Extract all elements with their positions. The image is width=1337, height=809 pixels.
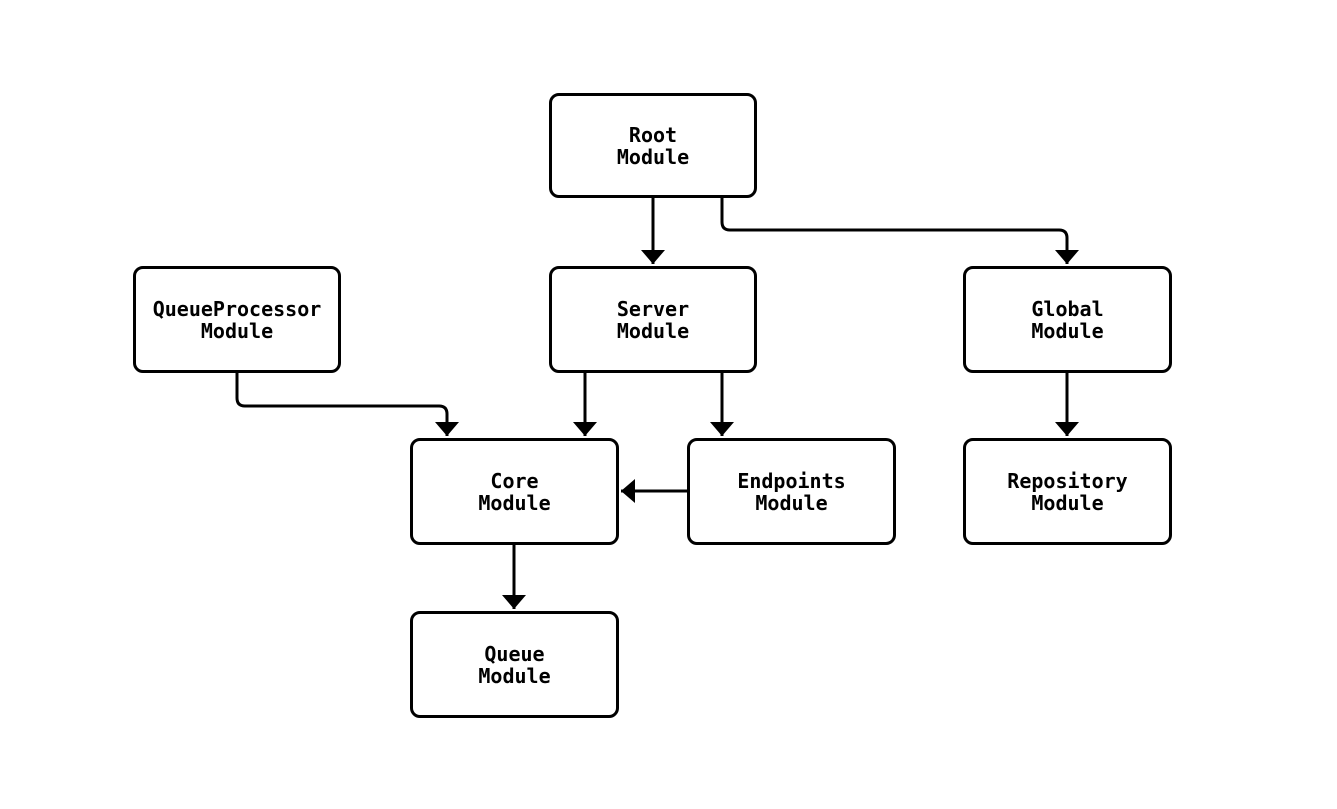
node-label-line: Module [200, 318, 274, 343]
node-label-line: Module [616, 318, 690, 343]
node-label-line: Global [1031, 296, 1104, 321]
node-label-line: Core [490, 468, 539, 493]
edge-root-module-to-global-module [720, 198, 1079, 264]
node-label-line: Endpoints [737, 468, 846, 493]
node-label-line: Repository [1007, 468, 1128, 493]
node-label-line: Root [628, 122, 678, 147]
node-label-line: QueueProcessor [152, 296, 322, 321]
node-label-line: Server [616, 296, 690, 321]
node-label-line: Module [755, 490, 828, 515]
node-label-line: Module [478, 490, 551, 515]
node-label-line: Module [478, 663, 551, 688]
node-label-line: Queue [484, 641, 545, 666]
edge-queueprocessor-module-to-core-module [235, 373, 459, 436]
node-label-line: Module [616, 144, 690, 169]
node-label-line: Module [1031, 490, 1104, 515]
node-label-line: Module [1031, 318, 1104, 343]
